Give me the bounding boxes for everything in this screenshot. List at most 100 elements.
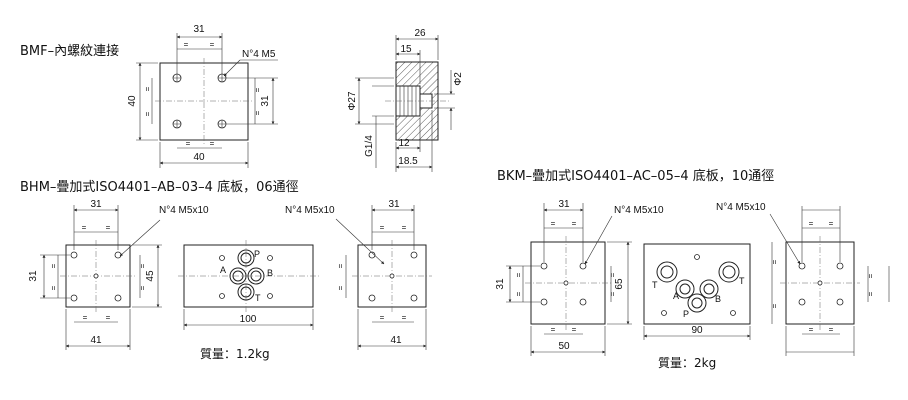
bkm-hole [540, 262, 548, 270]
bhm-port-t-inner [240, 286, 252, 298]
bkm-port-b [699, 279, 719, 299]
eq-mark: = [143, 86, 152, 91]
eq-mark: = [143, 111, 152, 116]
bhm-weight: 質量：1.2kg [200, 346, 270, 361]
eq-mark: = [49, 263, 58, 268]
bhm-group: BHM–疊加式ISO4401–AB–03–4 底板，06通徑 31 = = 31… [20, 179, 432, 361]
bhm-port-t [237, 283, 255, 301]
eq-mark: = [210, 139, 215, 148]
bmf-dim-12: 12 [398, 138, 410, 149]
bhm-thread-leader [119, 219, 161, 257]
bhm-port-b [247, 267, 265, 285]
eq-mark: = [380, 223, 385, 232]
bkm-port-p-label: P [683, 309, 689, 319]
bhm-port-b-inner [250, 270, 262, 282]
eq-mark: = [770, 259, 779, 264]
bhm-port-t-label: T [255, 293, 261, 303]
bkm-hole [540, 298, 548, 306]
bkm-hole [579, 298, 587, 306]
bhm-mid-hole [267, 255, 273, 261]
bhm-port-a [229, 267, 247, 285]
eq-mark: = [829, 219, 834, 228]
bhm-r-thread-leader [335, 218, 385, 265]
bkm-port-t1 [656, 261, 678, 283]
bkm-port-p [687, 293, 707, 313]
bhm-right-thread: N°4 M5x10 [285, 205, 335, 216]
bkm-mid-hole [661, 310, 667, 316]
bkm-dim-right: 65 [614, 278, 625, 290]
bkm-hole [579, 262, 587, 270]
bhm-port-a-label: A [220, 265, 226, 275]
eq-mark: = [572, 325, 577, 334]
bkm-middle-plate [643, 243, 751, 325]
bkm-dim-bottom: 50 [558, 341, 570, 352]
bhm-hole [114, 294, 122, 302]
bhm-r-dim-top: 31 [388, 199, 400, 210]
bhm-mid-hole [267, 293, 273, 299]
eq-mark: = [809, 325, 814, 334]
eq-mark: = [770, 303, 779, 308]
eq-mark: = [253, 87, 262, 92]
eq-mark: = [572, 219, 577, 228]
eq-mark: = [514, 291, 523, 296]
eq-mark: = [210, 40, 215, 49]
bkm-r-thread-leader [769, 213, 801, 265]
bkm-port-a [675, 279, 695, 299]
bkm-port-t1-inner [660, 265, 674, 279]
bmf-dim-phi2: Φ2 [453, 72, 464, 86]
bmf-dim-left: 40 [127, 95, 138, 107]
bkm-mid-hole [694, 254, 700, 260]
bmf-group: BMF–內螺紋連接 31 = = 40 = = [20, 24, 464, 172]
bkm-port-t2-inner [722, 265, 736, 279]
eq-mark: = [809, 219, 814, 228]
bhm-port-p-inner [240, 252, 252, 264]
eq-mark: = [514, 272, 523, 277]
bkm-weight: 質量：2kg [658, 355, 716, 370]
bkm-left-view: 31 = = 31 = = 65 = = 50 = = [495, 199, 664, 356]
bhm-middle-view: P A B T 100 [178, 240, 319, 330]
eq-mark: = [402, 313, 407, 322]
bkm-r-hole [836, 298, 844, 306]
bmf-dim-phi27: Φ27 [347, 91, 358, 111]
bmf-dim-right: 31 [260, 95, 271, 107]
eq-mark: = [402, 223, 407, 232]
eq-mark: = [106, 313, 111, 322]
bhm-r-center-hole [389, 273, 395, 279]
bkm-group: BKM–疊加式ISO4401–AC–05–4 底板，10通徑 31 = = 31… [495, 168, 890, 370]
bmf-thread-label: N°4 M5 [242, 49, 276, 60]
bhm-r-hole [410, 294, 418, 302]
bkm-port-b-inner [703, 283, 715, 295]
bkm-r-hole [798, 262, 806, 270]
bhm-port-p [237, 249, 255, 267]
bhm-left-view: 31 = = 31 = = 45 = = 41 = = [28, 199, 209, 350]
bkm-port-p-inner [691, 297, 703, 309]
bhm-left-thread: N°4 M5x10 [159, 205, 209, 216]
eq-mark: = [82, 223, 87, 232]
bkm-center-hole [563, 280, 569, 286]
bkm-dim-width: 90 [691, 325, 703, 336]
eq-mark: = [608, 272, 617, 277]
eq-mark: = [184, 40, 189, 49]
bhm-r-hole [368, 251, 376, 259]
bmf-top-view: 31 = = 40 = = 31 = = 40 = [127, 24, 278, 168]
bmf-title: BMF–內螺紋連接 [20, 43, 119, 59]
bhm-dim-side: 31 [28, 270, 39, 282]
bmf-dim-185: 18.5 [398, 156, 418, 167]
bkm-dim-side: 31 [495, 278, 506, 290]
bhm-dim-top: 31 [90, 199, 102, 210]
bkm-r-hole [836, 262, 844, 270]
eq-mark: = [551, 219, 556, 228]
bmf-dim-26: 26 [414, 28, 426, 39]
bhm-title: BHM–疊加式ISO4401–AB–03–4 底板，06通徑 [20, 179, 299, 195]
bhm-dim-width: 100 [240, 314, 257, 325]
bhm-r-hole [368, 294, 376, 302]
bkm-port-t2-label: T [739, 276, 745, 286]
bmf-thread-leader [223, 59, 241, 77]
bhm-hole [114, 251, 122, 259]
bkm-right-view: = = = = = = = = N°4 M5x10 [716, 202, 890, 356]
eq-mark: = [380, 313, 385, 322]
bhm-dim-right: 45 [145, 270, 156, 282]
bkm-title: BKM–疊加式ISO4401–AC–05–4 底板，10通徑 [497, 168, 774, 184]
eq-mark: = [608, 291, 617, 296]
